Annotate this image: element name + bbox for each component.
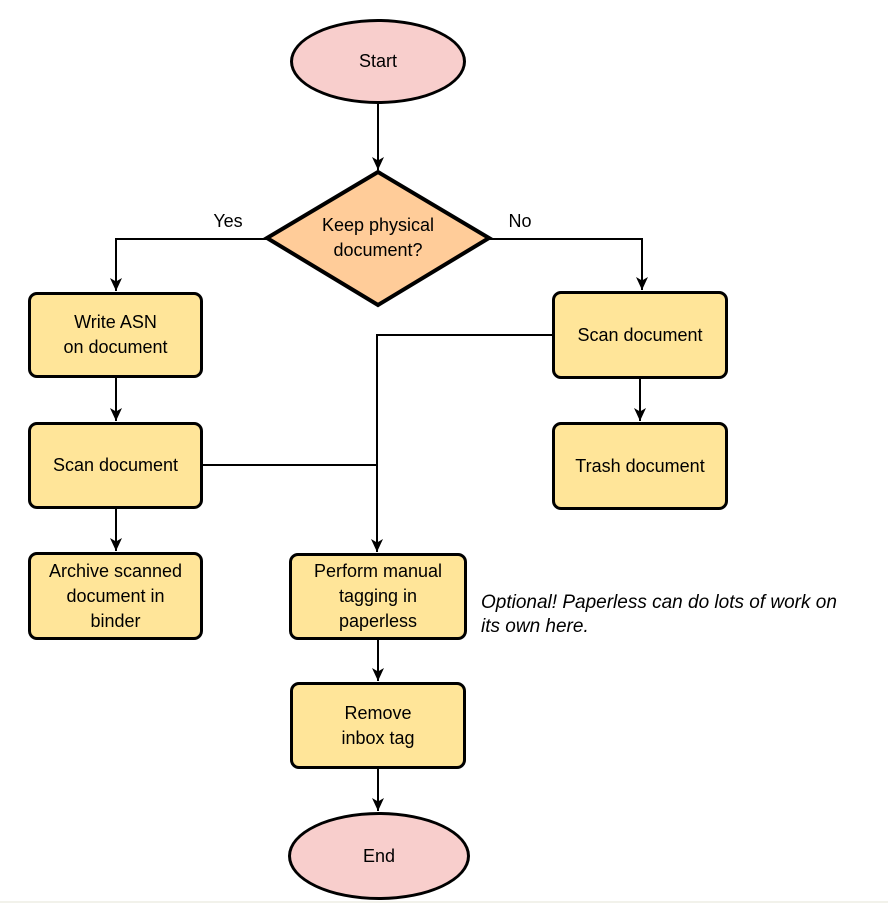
node-scan-document-left-label: Scan document <box>52 455 179 475</box>
node-write-asn: Write ASN on document <box>28 292 203 378</box>
edge-scan-right-to-tagging <box>371 334 552 552</box>
node-scan-document-right: Scan document <box>552 291 728 379</box>
node-start: Start <box>290 19 466 104</box>
edge-decision-yes-to-write-asn <box>110 238 267 291</box>
node-archive-binder: Archive scanned document in binder <box>28 552 203 640</box>
bottom-border-line <box>0 901 888 903</box>
node-trash-document: Trash document <box>552 422 728 510</box>
node-remove-inbox-tag: Remove inbox tag <box>290 682 466 769</box>
node-scan-document-left: Scan document <box>28 422 203 509</box>
node-end: End <box>288 812 470 900</box>
node-start-label: Start <box>358 51 397 71</box>
node-trash-document-label: Trash document <box>575 455 705 476</box>
edge-label-no: No <box>508 211 532 231</box>
node-decision: Keep physical document? <box>278 208 478 268</box>
node-end-label: End <box>362 845 396 866</box>
edge-label-yes: Yes <box>213 211 243 231</box>
node-remove-inbox-tag-label: Remove inbox tag <box>341 702 415 748</box>
node-decision-label: Keep physical document? <box>321 215 435 260</box>
optional-note: Optional! Paperless can do lots of work … <box>481 592 837 637</box>
node-archive-binder-label: Archive scanned document in binder <box>48 560 183 631</box>
node-manual-tagging: Perform manual tagging in paperless <box>289 553 467 640</box>
node-write-asn-label: Write ASN on document <box>63 312 168 357</box>
decision-diamond-shape <box>263 169 493 308</box>
edge-decision-no-to-scan-right <box>489 238 648 290</box>
node-scan-document-right-label: Scan document <box>577 324 703 345</box>
node-manual-tagging-label: Perform manual tagging in paperless <box>313 561 443 631</box>
